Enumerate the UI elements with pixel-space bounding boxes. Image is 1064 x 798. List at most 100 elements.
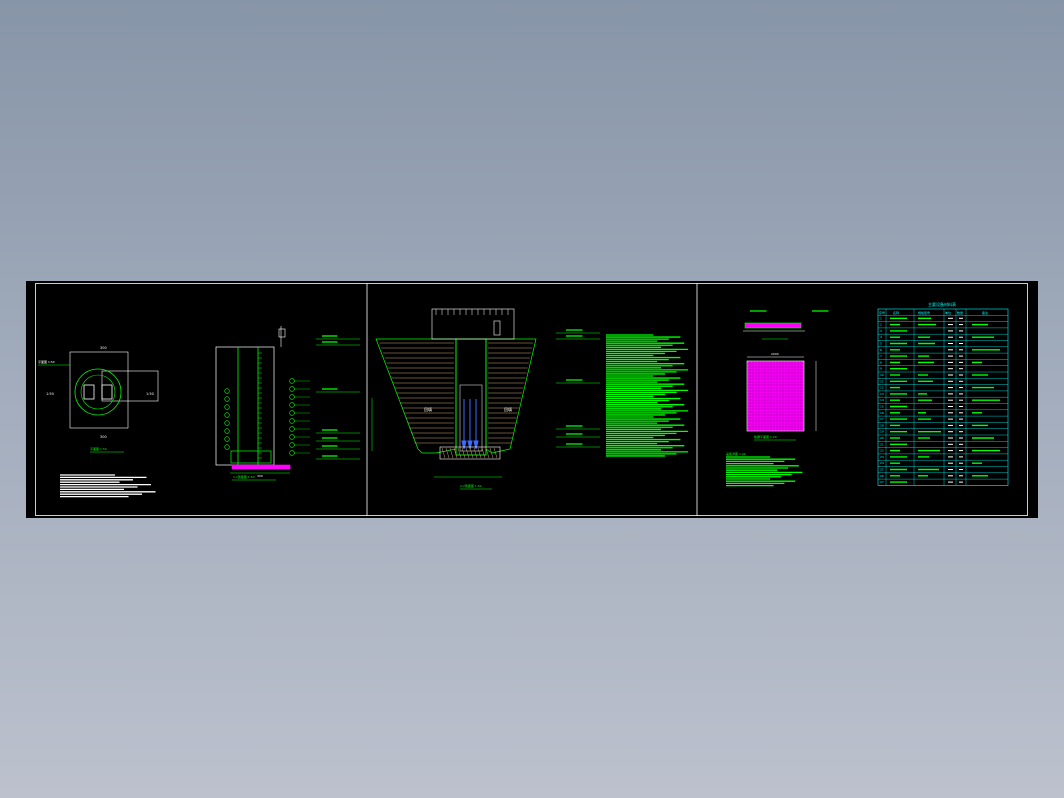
table-cell-no: 23 xyxy=(880,455,884,459)
table-cell-no: 6 xyxy=(880,348,882,352)
callout-bubble xyxy=(289,450,295,456)
section2-title: 2-2剖面图 1:50 xyxy=(460,483,482,488)
table-cell-no: 9 xyxy=(880,367,882,371)
table-cell-no: 26 xyxy=(880,474,884,478)
pad-hatch xyxy=(449,447,454,459)
pad-hatch xyxy=(453,447,458,459)
pump-1 xyxy=(83,384,95,400)
detail-title: 盖板详图 1:20 xyxy=(726,451,746,456)
table-header-spec: 规格型号 xyxy=(918,310,930,315)
table-cell-no: 25 xyxy=(880,468,884,472)
backfill-label-right: 回填 xyxy=(504,406,512,412)
grate-section xyxy=(744,322,802,329)
table-cell-no: 13 xyxy=(880,392,884,396)
flow-arrow xyxy=(461,440,467,450)
table-cell-no: 21 xyxy=(880,442,884,446)
foundation-pad xyxy=(439,446,501,460)
pad-hatch xyxy=(477,447,482,459)
table-header-unit: 单位 xyxy=(945,310,951,315)
callout-bubble xyxy=(289,426,295,432)
pad-hatch xyxy=(489,447,494,459)
callout-bubble xyxy=(289,434,295,440)
grate-dim-text: 2000 xyxy=(771,352,779,356)
table-cell-no: 20 xyxy=(880,436,884,440)
callout-bubble xyxy=(289,402,295,408)
table-cell-no: 7 xyxy=(880,354,882,358)
flow-arrow xyxy=(467,440,473,450)
table-cell-no: 4 xyxy=(880,335,882,339)
plan-well-inner xyxy=(80,374,116,410)
pad-hatch xyxy=(473,447,478,459)
table-cell-no: 8 xyxy=(880,360,882,364)
callout-bubble xyxy=(289,410,295,416)
table-cell-no: 24 xyxy=(880,461,884,465)
table-cell-no: 5 xyxy=(880,342,882,346)
callout-bubble xyxy=(224,388,230,394)
table-cell-no: 19 xyxy=(880,430,884,434)
plan-note: 平面图 1:50 xyxy=(38,360,55,364)
table-cell-no: 11 xyxy=(880,379,884,383)
pump-2 xyxy=(101,384,113,400)
callout-bubble xyxy=(224,428,230,434)
callout-bubble xyxy=(289,442,295,448)
plan-dim-right: 1:50 xyxy=(146,392,154,396)
table-cell-no: 1 xyxy=(880,316,882,320)
table-header-name: 名称 xyxy=(893,310,899,315)
pad-hatch xyxy=(457,447,462,459)
callout-bubble xyxy=(224,444,230,450)
table-cell-no: 15 xyxy=(880,405,884,409)
plan-well-circle xyxy=(74,368,122,416)
pad-hatch xyxy=(445,447,450,459)
plan-dim-left: 1:50 xyxy=(46,392,54,396)
flow-arrow xyxy=(473,440,479,450)
pump-block xyxy=(230,450,272,464)
section1-base xyxy=(231,464,291,470)
callout-bubble xyxy=(224,412,230,418)
table-cell-no: 18 xyxy=(880,423,884,427)
plan-outline xyxy=(69,351,129,429)
superstructure xyxy=(431,308,515,340)
backfill-label-left: 回填 xyxy=(424,406,432,412)
table-title: 主要设备材料表 xyxy=(928,301,956,307)
table-cell-no: 27 xyxy=(880,480,884,484)
trench-right xyxy=(485,338,537,454)
plan-dim-top: 300 xyxy=(100,346,107,350)
table-header-no: 序号 xyxy=(879,310,885,315)
pad-hatch xyxy=(441,447,446,459)
table-header-qty: 数量 xyxy=(957,310,963,315)
table-cell-no: 17 xyxy=(880,417,884,421)
pad-hatch xyxy=(465,447,470,459)
vent-cap xyxy=(278,328,286,338)
drawing-frame xyxy=(35,283,1028,516)
plan-title: 平面图 1:50 xyxy=(90,447,107,451)
callout-bubble xyxy=(224,404,230,410)
grate-grid xyxy=(746,360,805,432)
table-cell-no: 3 xyxy=(880,329,882,333)
trench-left xyxy=(375,338,457,454)
callout-bubble xyxy=(289,386,295,392)
table-cell-no: 14 xyxy=(880,398,884,402)
plan-dim-bottom: 300 xyxy=(100,435,107,439)
table-cell-no: 12 xyxy=(880,386,884,390)
table-cell-no: 16 xyxy=(880,411,884,415)
pad-hatch xyxy=(461,447,466,459)
pad-hatch xyxy=(485,447,490,459)
grate-title: 格栅平面图 1:20 xyxy=(754,434,777,439)
callout-bubble xyxy=(289,378,295,384)
section1-title: 1-1剖面图 1:50 xyxy=(233,474,255,479)
callout-bubble xyxy=(289,418,295,424)
callout-bubble xyxy=(289,394,295,400)
table-cell-no: 22 xyxy=(880,449,884,453)
plan-side-rect xyxy=(101,370,159,402)
pad-hatch xyxy=(481,447,486,459)
section1-dim: 300 xyxy=(257,474,263,478)
callout-bubble xyxy=(224,436,230,442)
callout-bubble xyxy=(224,420,230,426)
table-cell-no: 2 xyxy=(880,323,882,327)
callout-bubble xyxy=(224,396,230,402)
pad-hatch xyxy=(493,447,498,459)
well-shaft xyxy=(455,338,487,456)
ventilator xyxy=(493,320,501,336)
